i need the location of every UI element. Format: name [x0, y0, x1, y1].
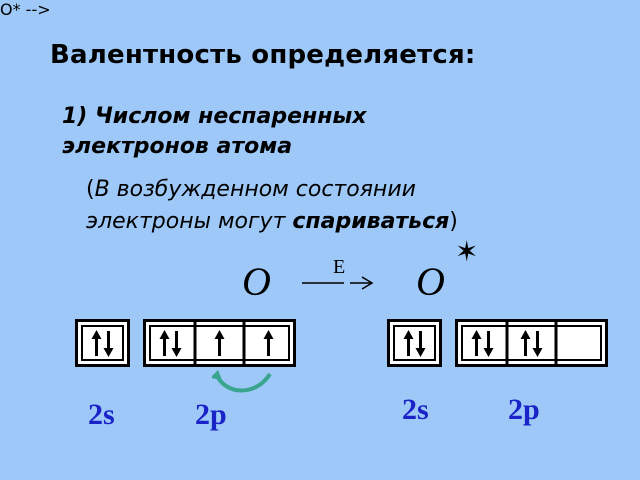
- spin-up-arrow: [403, 330, 414, 356]
- right-atom-symbol: O: [416, 259, 445, 304]
- spin-down-arrow: [103, 331, 114, 357]
- spin-up-arrow: [91, 330, 102, 356]
- spin-down-arrow: [483, 331, 494, 357]
- excited-2s-electrons-icon: [403, 330, 426, 357]
- excited-star-icon: ✶: [455, 235, 479, 268]
- rule-line-1: 1) Числом неспаренных: [62, 104, 367, 129]
- spin-up-arrow: [159, 330, 170, 356]
- ground-2p-label: 2p: [195, 398, 227, 431]
- energy-label: E: [333, 256, 346, 278]
- note-line-1-text: В возбужденном состоянии: [94, 177, 416, 202]
- note-bold-word: спариваться: [292, 209, 450, 234]
- ground-2p-electrons-icon: [159, 322, 274, 364]
- spin-up-arrow: [471, 330, 482, 356]
- ground-2s-cell: [75, 319, 130, 367]
- excited-2p-group: [455, 319, 608, 367]
- left-atom-symbol: O: [242, 259, 271, 304]
- note-close-paren: ): [449, 209, 458, 234]
- ground-2s-electrons-icon: [91, 330, 114, 357]
- excited-2s-label: 2s: [402, 393, 429, 426]
- spin-down-arrow: [532, 331, 543, 357]
- ground-2p-group: [143, 319, 296, 367]
- note-open-paren: (: [86, 177, 95, 202]
- slide-title: Валентность определяется:: [50, 40, 476, 70]
- spin-down-arrow: [415, 331, 426, 357]
- spin-up-arrow: [214, 330, 225, 356]
- reaction-arrow-icon: [302, 276, 374, 290]
- spin-up-arrow: [520, 330, 531, 356]
- excited-2p-label: 2p: [508, 393, 540, 426]
- spin-down-arrow: [171, 331, 182, 357]
- spin-up-arrow: [263, 330, 274, 356]
- excited-2s-cell: [387, 319, 442, 367]
- note-line-1: (В возбужденном состоянии: [86, 174, 586, 206]
- note-line-2-text: электроны могут: [86, 209, 293, 234]
- ground-2s-label: 2s: [88, 398, 115, 431]
- excited-state-note: (В возбужденном состоянии электроны могу…: [86, 174, 586, 238]
- rule-line-2: электронов атома: [62, 134, 293, 159]
- excited-2p-electrons-icon: [471, 322, 558, 364]
- electron-pairing-arrow-icon: [212, 370, 272, 393]
- valence-rule-1: 1) Числом неспаренных электронов атома: [62, 102, 492, 162]
- note-line-2: электроны могут спариваться): [86, 206, 586, 238]
